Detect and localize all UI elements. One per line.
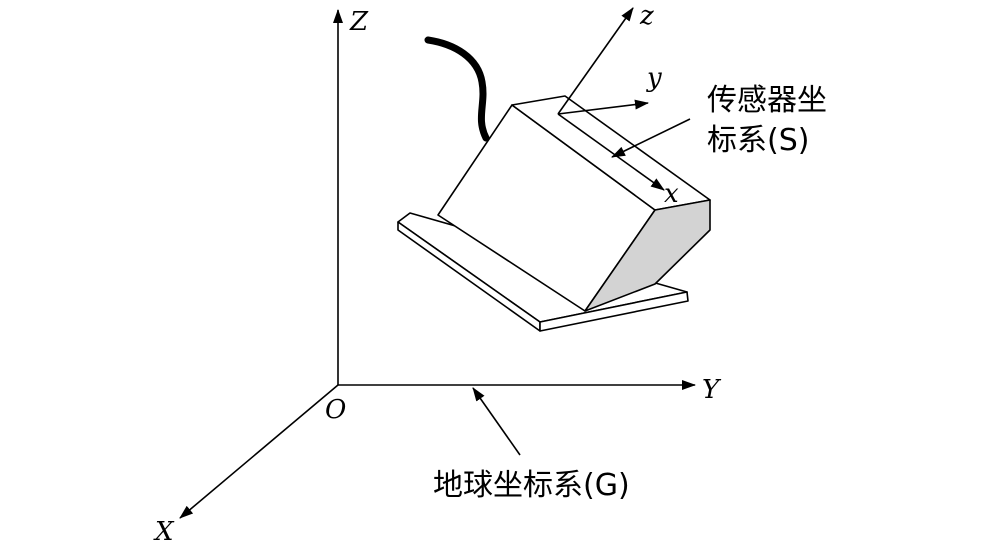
global-x-axis-label: X [153, 517, 175, 547]
sensor-y-axis [557, 99, 649, 115]
sensor-x-axis [557, 113, 665, 191]
ground-frame-leader [472, 387, 521, 456]
sensor-cable [424, 36, 490, 142]
sensor-block-side-face [584, 199, 711, 312]
sensor-base-plate-side [539, 291, 689, 332]
global-z-axis-label: Z [349, 7, 369, 37]
global-x-axis [179, 384, 339, 519]
origin-label: O [325, 395, 346, 425]
global-y-axis-label: Y [702, 375, 722, 405]
sensor-frame-leader [611, 118, 691, 158]
sensor-z-axis-label: z [639, 1, 654, 31]
sensor-z-axis [557, 7, 634, 115]
sensor-frame-label-line2: 标系(S) [707, 123, 809, 158]
sensor-x-axis-label: x [664, 179, 679, 209]
sensor-y-axis-label: y [646, 63, 662, 93]
sensor-frame-label-line1: 传感器坐 [707, 83, 827, 118]
ground-frame-label: 地球坐标系(G) [433, 468, 630, 503]
